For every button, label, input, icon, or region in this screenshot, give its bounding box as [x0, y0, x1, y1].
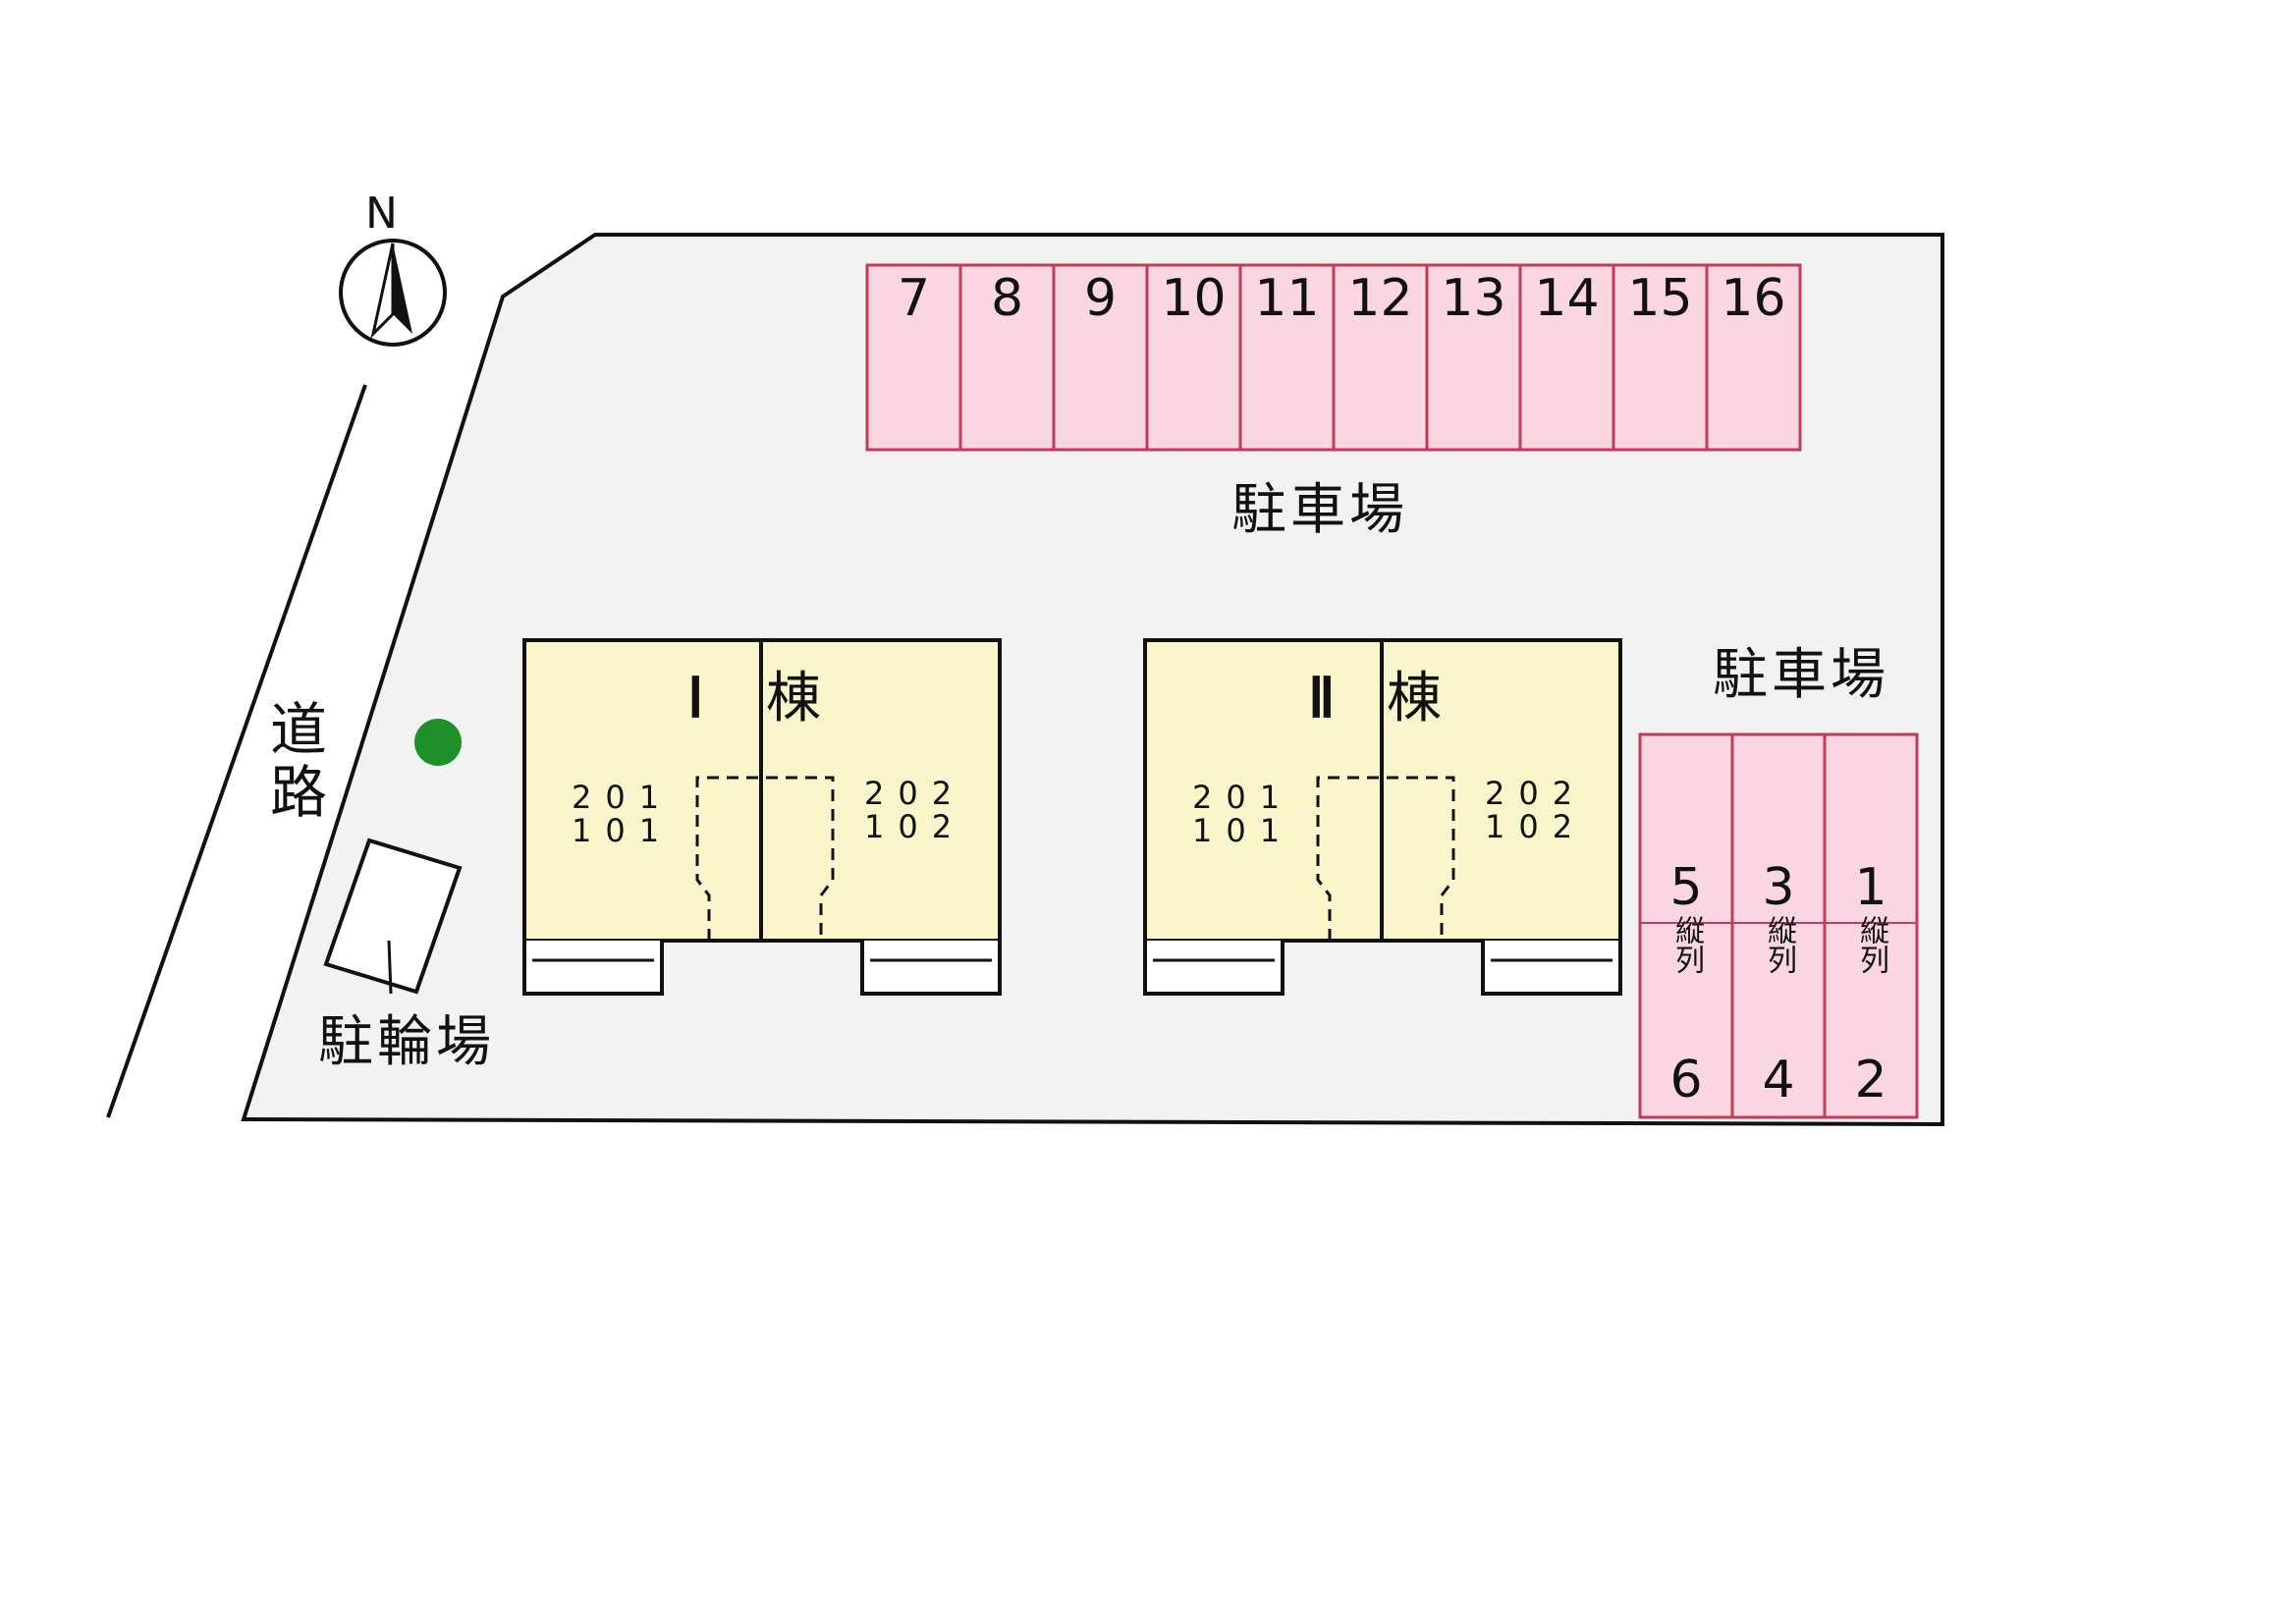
parking-space-number: 14	[1534, 269, 1600, 328]
compass-icon	[339, 239, 447, 347]
building-2	[1143, 638, 1622, 996]
road-edge-line	[106, 384, 367, 1118]
parking-column-1-2	[1823, 732, 1919, 1119]
parking-space-number: 5	[1669, 858, 1703, 917]
parking-space-number: 15	[1627, 269, 1693, 328]
parking-space-number: 4	[1762, 1051, 1795, 1109]
parking-tandem-note: 縦列	[1669, 915, 1704, 974]
parking-space-number: 16	[1721, 269, 1786, 328]
parking-space-9	[1052, 263, 1149, 452]
parking-space-number: 1	[1854, 858, 1887, 917]
room-numbers-left: 201 101	[1192, 779, 1294, 849]
parking-space-number: 7	[897, 269, 931, 328]
building-name-numeral: Ⅰ	[687, 669, 708, 730]
parking-space-number: 3	[1762, 858, 1795, 917]
room-numbers-right: 202 102	[1485, 775, 1587, 845]
building-name-numeral: Ⅱ	[1308, 669, 1339, 730]
building-name-suffix: 棟	[766, 667, 825, 730]
parking-space-number: 6	[1669, 1051, 1703, 1109]
parking-space-number: 9	[1083, 269, 1118, 328]
parking-tandem-note: 縦列	[1762, 915, 1796, 974]
bicycle-parking-label: 駐輪場	[318, 1010, 495, 1074]
parking-space-number: 10	[1161, 269, 1227, 328]
room-numbers-right: 202 102	[864, 775, 966, 845]
parking-space-number: 13	[1441, 269, 1506, 328]
room-numbers-left: 201 101	[572, 779, 674, 849]
road-label: 道路	[260, 699, 327, 825]
parking-space-number: 12	[1347, 269, 1413, 328]
parking-space-13	[1425, 263, 1522, 452]
parking-space-16	[1705, 263, 1802, 452]
parking-north-label: 駐車場	[1231, 478, 1408, 542]
parking-column-5-6	[1638, 732, 1734, 1119]
parking-north-spaces	[865, 263, 1802, 452]
bicycle-parking-shed	[323, 838, 463, 995]
compass-north-label: N	[365, 189, 398, 239]
parking-space-12	[1332, 263, 1429, 452]
building-name-suffix: 棟	[1387, 667, 1446, 730]
parking-column-3-4	[1730, 732, 1827, 1119]
building-1	[522, 638, 1002, 996]
buildings	[522, 638, 1622, 996]
parking-east-spaces	[1638, 732, 1919, 1119]
parking-tandem-note: 縦列	[1854, 915, 1888, 974]
tree-icon	[414, 719, 462, 766]
parking-space-number: 8	[990, 269, 1024, 328]
parking-space-number: 11	[1254, 269, 1320, 328]
parking-space-number: 2	[1854, 1051, 1887, 1109]
parking-east-label: 駐車場	[1713, 643, 1889, 707]
parking-space-14	[1518, 263, 1615, 452]
